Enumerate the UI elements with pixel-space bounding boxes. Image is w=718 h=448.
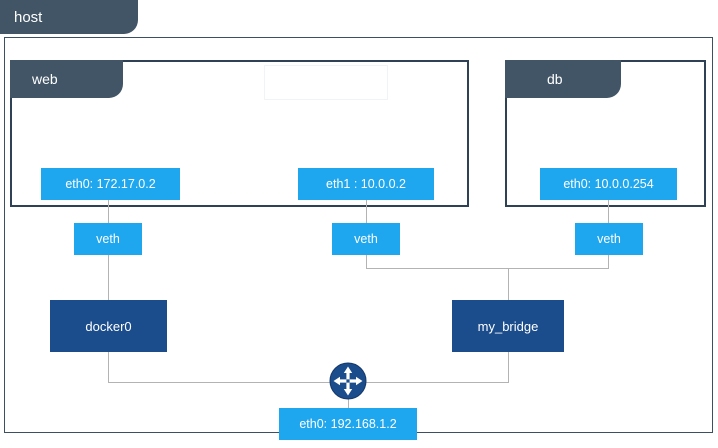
db-label: db	[547, 71, 563, 87]
interface-host-eth0[interactable]: eth0: 192.168.1.2	[279, 408, 417, 440]
interface-web-eth0[interactable]: eth0: 172.17.0.2	[41, 168, 180, 200]
connector-web-eth0-to-veth1	[108, 200, 109, 224]
web-label-tab: web	[10, 60, 123, 98]
host-label-tab: host	[0, 0, 138, 34]
bridge-docker0[interactable]: docker0	[50, 300, 167, 352]
bridge-my-bridge[interactable]: my_bridge	[452, 300, 564, 352]
veth-docker0[interactable]: veth	[74, 223, 142, 255]
veth-web-mybridge[interactable]: veth	[332, 223, 400, 255]
interface-web-eth1-label: eth1 : 10.0.0.2	[326, 176, 406, 191]
connector-router-bus	[108, 382, 509, 383]
router-icon[interactable]	[329, 362, 367, 400]
interface-web-eth0-label: eth0: 172.17.0.2	[65, 176, 156, 191]
connector-veth1-to-docker0	[108, 255, 109, 300]
connector-veth2-down	[366, 255, 367, 269]
connector-db-eth0-to-veth3	[608, 200, 609, 224]
connector-bus-to-my-bridge	[508, 268, 509, 300]
connector-web-eth1-to-veth2	[366, 200, 367, 224]
bridge-my-bridge-label: my_bridge	[477, 318, 539, 334]
connector-docker0-down	[108, 352, 109, 382]
veth-web-mybridge-label: veth	[354, 231, 378, 246]
host-label: host	[14, 8, 43, 26]
connector-my-bridge-down	[508, 352, 509, 382]
web-label: web	[32, 71, 58, 87]
interface-db-eth0-label: eth0: 10.0.0.254	[563, 176, 654, 191]
interface-db-eth0[interactable]: eth0: 10.0.0.254	[540, 168, 677, 200]
connector-bridge-bus	[366, 268, 609, 269]
bridge-docker0-label: docker0	[85, 318, 132, 334]
interface-host-eth0-label: eth0: 192.168.1.2	[299, 416, 397, 431]
empty-placeholder-box	[264, 65, 388, 100]
veth-db-mybridge[interactable]: veth	[575, 223, 643, 255]
veth-db-mybridge-label: veth	[597, 231, 621, 246]
interface-web-eth1[interactable]: eth1 : 10.0.0.2	[298, 168, 434, 200]
connector-veth3-down	[608, 255, 609, 269]
veth-docker0-label: veth	[96, 231, 120, 246]
db-label-tab: db	[505, 60, 621, 98]
